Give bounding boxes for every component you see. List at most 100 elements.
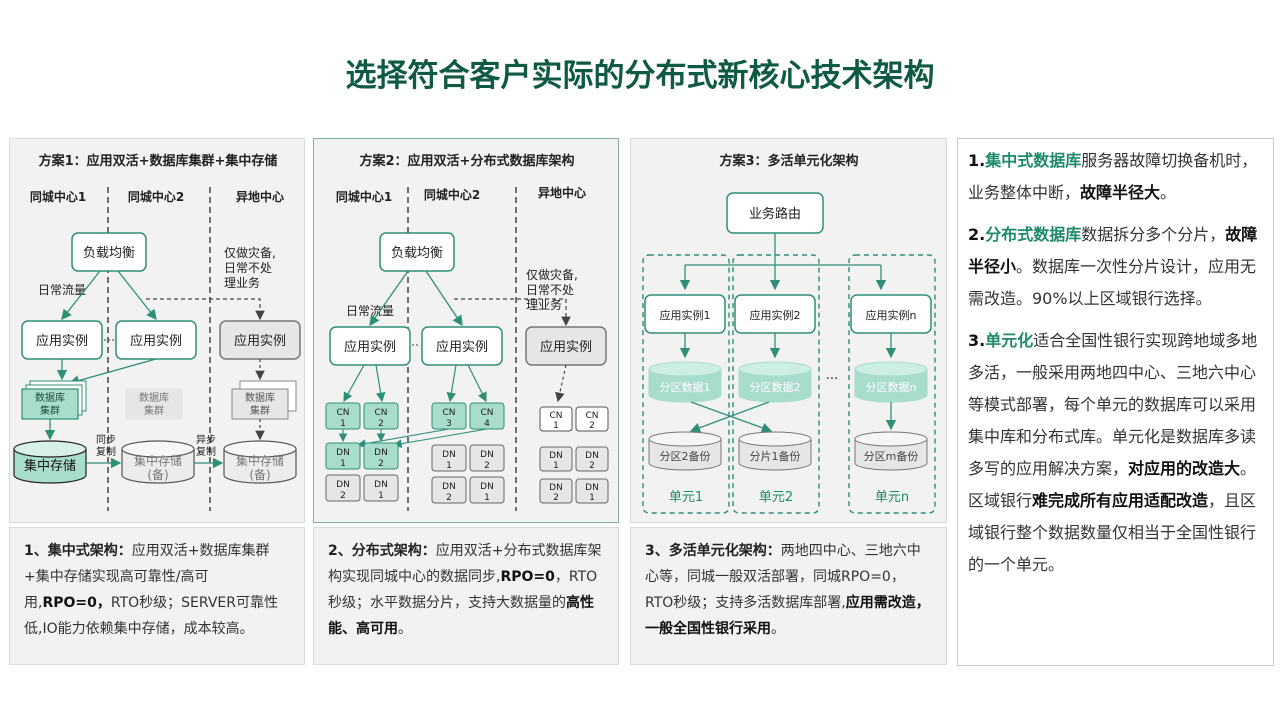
partition-data-cylinder — [738, 369, 812, 403]
svg-text:分区数据n: 分区数据n — [866, 380, 917, 394]
svg-text:负载均衡: 负载均衡 — [391, 246, 443, 261]
svg-text:1: 1 — [589, 493, 595, 503]
svg-text:1: 1 — [553, 421, 559, 431]
backup-cylinder — [854, 439, 928, 471]
daily-traffic-label: 日常流量 — [346, 304, 394, 318]
svg-text:2: 2 — [589, 421, 595, 431]
page-title: 选择符合客户实际的分布式新核心技术架构 — [345, 58, 935, 94]
svg-text:分区数据1: 分区数据1 — [660, 380, 711, 394]
note-1: 1.集中式数据库服务器故障切换备机时，业务整体中断，故障半径大。 — [968, 151, 1258, 202]
db-cluster-box — [125, 388, 183, 420]
scheme1-heading: 方案1：应用双活+数据库集群+集中存储 — [39, 153, 278, 169]
dn-node — [469, 444, 505, 472]
svg-text:异步: 异步 — [196, 434, 216, 446]
svg-text:日常不处: 日常不处 — [526, 283, 574, 297]
dn-node — [363, 442, 399, 470]
scheme1-center3: 异地中心 — [236, 189, 284, 204]
svg-text:CN: CN — [480, 408, 493, 418]
svg-text:集群: 集群 — [144, 404, 164, 417]
svg-text:DN: DN — [480, 482, 494, 492]
dr-note-line3: 理业务 — [224, 275, 260, 290]
svg-text:集群: 集群 — [40, 404, 60, 417]
svg-text:DN: DN — [480, 450, 494, 460]
load-balancer-box — [379, 232, 455, 272]
svg-text:同步: 同步 — [96, 434, 116, 446]
svg-text:集中存储: 集中存储 — [134, 453, 182, 468]
central-storage-cylinder — [13, 449, 87, 484]
app-instance-box — [421, 326, 503, 366]
svg-text:2: 2 — [378, 459, 384, 469]
scheme2-center2: 同城中心2 — [424, 187, 480, 202]
svg-text:集群: 集群 — [250, 404, 270, 417]
svg-text:2: 2 — [340, 491, 346, 501]
svg-text:应用实例: 应用实例 — [234, 333, 286, 349]
scheme3-diagram: 方案3：多活单元化架构 业务路由 应用实例1 应用实例2 应用实例n 分区数据1… — [642, 153, 936, 514]
dn-node — [431, 444, 467, 472]
svg-text:数据库: 数据库 — [245, 391, 275, 404]
svg-text:应用实例: 应用实例 — [344, 339, 396, 355]
svg-text:仅做灾备,: 仅做灾备, — [526, 267, 578, 282]
unit-boundary — [642, 254, 730, 514]
svg-text:DN: DN — [549, 483, 563, 493]
svg-text:DN: DN — [374, 448, 388, 458]
side-notes: 1.集中式数据库服务器故障切换备机时，业务整体中断，故障半径大。 2.分布式数据… — [957, 138, 1274, 666]
unit-label: 单元1 — [669, 490, 703, 505]
svg-text:分区m备份: 分区m备份 — [864, 449, 919, 463]
svg-text:应用实例2: 应用实例2 — [750, 308, 801, 322]
dn-node — [431, 476, 467, 504]
scheme2-center1: 同城中心1 — [336, 189, 392, 204]
scheme2-center3: 异地中心 — [538, 185, 586, 200]
dr-note-line2: 日常不处 — [224, 261, 272, 275]
dn-node — [363, 474, 399, 502]
dr-storage-cylinder — [223, 449, 297, 484]
svg-text:复制: 复制 — [196, 445, 216, 458]
svg-text:1: 1 — [378, 491, 384, 501]
svg-text:CN: CN — [374, 408, 387, 418]
partition-data-cylinder — [648, 369, 722, 403]
scheme2-panel: 方案2：应用双活+分布式数据库架构 同城中心1 同城中心2 异地中心 负载均衡 … — [313, 138, 619, 523]
svg-text:DN: DN — [374, 480, 388, 490]
load-balancer-label: 负载均衡 — [83, 246, 135, 261]
svg-text:(备): (备) — [249, 468, 270, 482]
dr-note-line1: 仅做灾备, — [224, 245, 276, 260]
unit-label: 单元2 — [759, 490, 793, 505]
db-cluster-box — [21, 388, 79, 420]
svg-text:业务路由: 业务路由 — [749, 206, 801, 222]
scheme1-center2: 同城中心2 — [128, 189, 184, 204]
svg-text:1: 1 — [340, 419, 346, 429]
svg-text:2: 2 — [589, 461, 595, 471]
svg-text:CN: CN — [549, 411, 562, 421]
svg-text:1: 1 — [484, 493, 490, 503]
note-2: 2.分布式数据库数据拆分多个分片，故障半径小。数据库一次性分片设计，应用无需改造… — [968, 225, 1258, 308]
unit-boundary — [732, 254, 820, 514]
cn-node-dr — [575, 406, 609, 432]
backup-storage-cylinder — [121, 449, 195, 484]
svg-text:2: 2 — [446, 493, 452, 503]
svg-text:集中存储: 集中存储 — [236, 453, 284, 468]
svg-text:数据库: 数据库 — [35, 391, 65, 404]
dn-node — [325, 474, 361, 502]
svg-text:CN: CN — [585, 411, 598, 421]
svg-text:CN: CN — [442, 408, 455, 418]
svg-text:1: 1 — [553, 461, 559, 471]
svg-text:应用实例: 应用实例 — [36, 333, 88, 349]
svg-text:DN: DN — [549, 451, 563, 461]
svg-text:数据库: 数据库 — [139, 391, 169, 404]
scheme1-diagram: 方案1：应用双活+数据库集群+集中存储 同城中心1 同城中心2 异地中心 负载均… — [13, 153, 301, 511]
svg-text:分区数据2: 分区数据2 — [750, 380, 801, 394]
backup-cylinder — [648, 439, 722, 471]
load-balancer-box — [71, 232, 147, 272]
backup-cylinder — [738, 439, 812, 471]
dn-node — [325, 442, 361, 470]
dn-node-dr — [575, 478, 609, 504]
svg-text:DN: DN — [336, 480, 350, 490]
svg-text:DN: DN — [442, 450, 456, 460]
scheme3-panel: 方案3：多活单元化架构 业务路由 应用实例1 应用实例2 应用实例n 分区数据1… — [630, 138, 947, 523]
card-unitized: 3、多活单元化架构：两地四中心、三地六中心等，同城一般双活部署，同城RPO=0，… — [630, 527, 947, 665]
app-instance-box — [329, 326, 411, 366]
svg-text:DN: DN — [585, 451, 599, 461]
svg-text:(备): (备) — [147, 468, 168, 482]
svg-text:DN: DN — [442, 482, 456, 492]
svg-text:3: 3 — [446, 419, 452, 429]
svg-text:应用实例: 应用实例 — [540, 339, 592, 355]
